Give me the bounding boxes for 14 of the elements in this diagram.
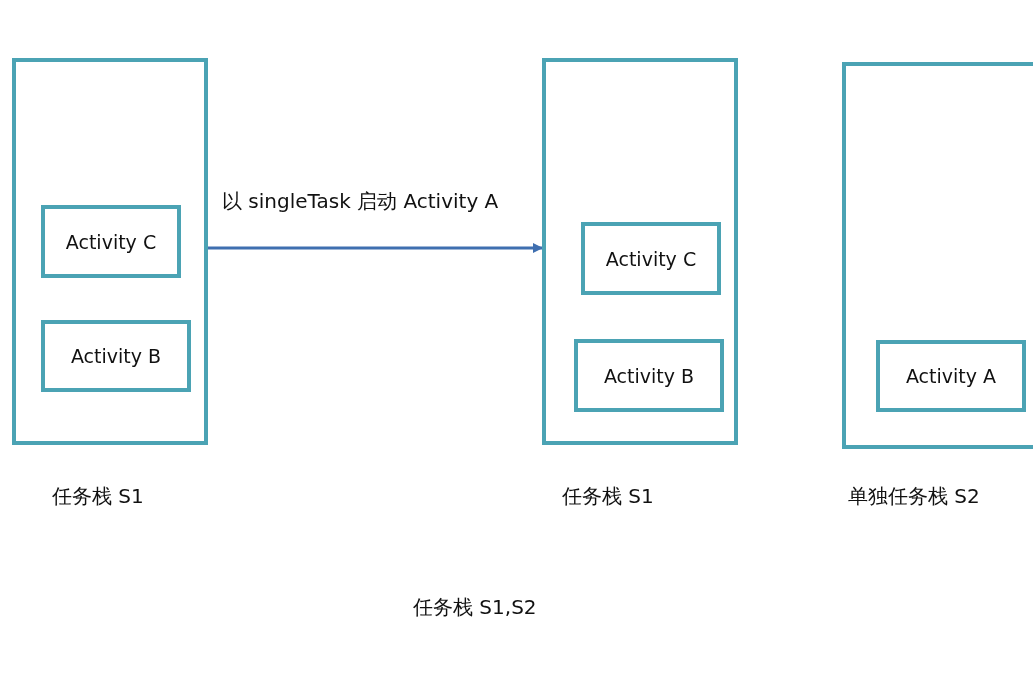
node-label: 单独任务栈 S2 [848, 483, 980, 510]
stack-box [542, 58, 738, 445]
note-label: 任务栈 S1,S2 [413, 594, 537, 621]
node-label: 任务栈 S1 [52, 483, 144, 510]
stack-box [842, 62, 1033, 449]
edge-label: 以 singleTask 启动 Activity A [222, 188, 499, 215]
node-label: 任务栈 S1 [562, 483, 654, 510]
stack-box [12, 58, 208, 445]
activity-box: Activity C [581, 222, 721, 295]
activity-box: Activity C [41, 205, 181, 278]
activity-box: Activity B [41, 320, 191, 392]
activity-box: Activity A [876, 340, 1026, 412]
activity-box: Activity B [574, 339, 724, 412]
arrow [208, 243, 543, 253]
